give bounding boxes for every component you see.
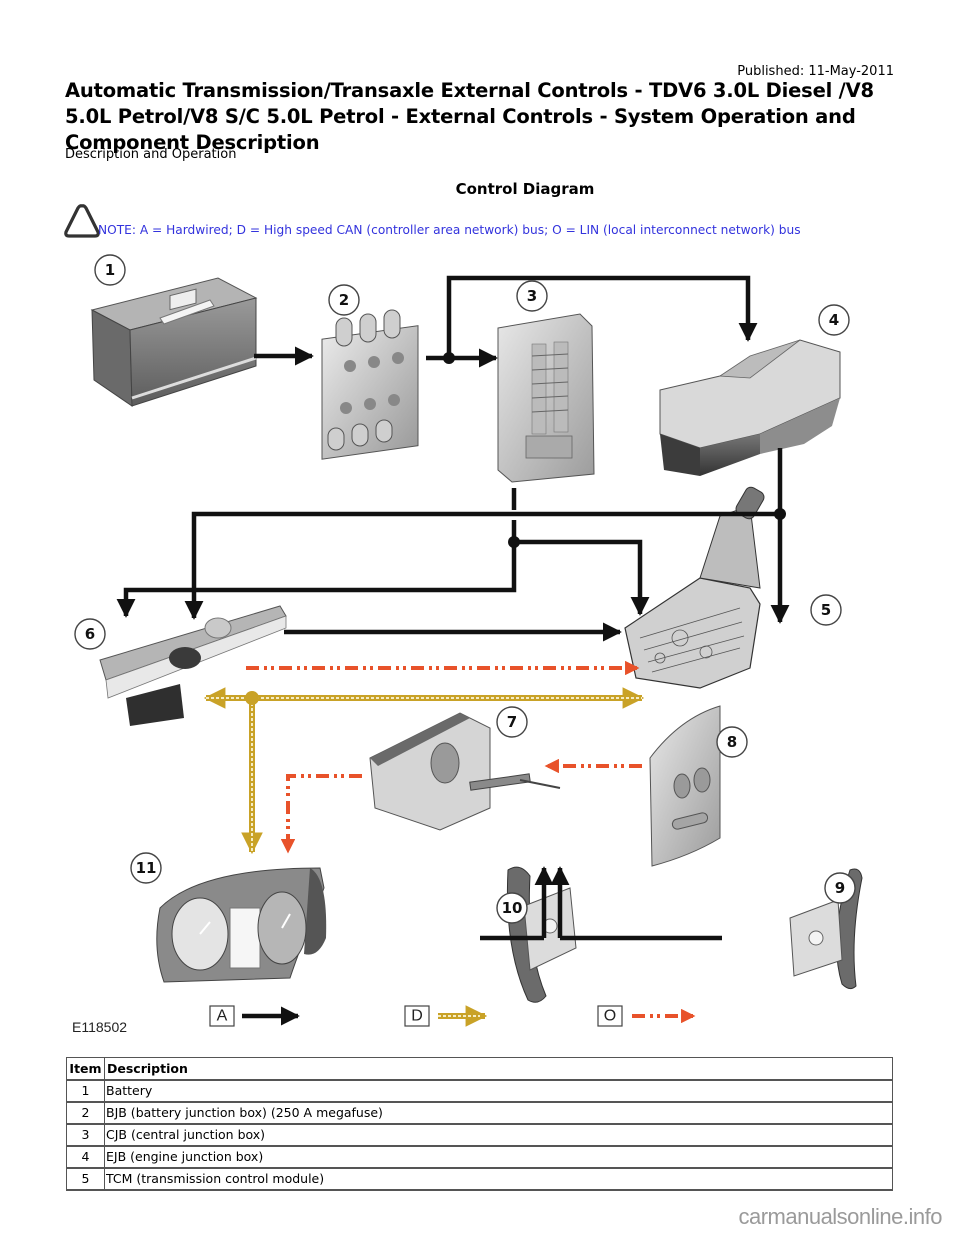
callout-11: 11: [130, 852, 162, 884]
callout-number: 6: [85, 625, 95, 643]
legend: E118502 A D O: [72, 1005, 696, 1035]
wire-bjb-to-ejb: [446, 275, 758, 358]
callout-circle: [818, 304, 850, 336]
callout-7: 7: [496, 706, 528, 738]
item-number: 1: [66, 1079, 105, 1102]
legend-hardwired: A: [209, 1005, 300, 1027]
callout-circle: [716, 726, 748, 758]
legend-key-a: A: [217, 1008, 228, 1025]
callouts: 1 2 3 4 5 6 7 8 9 10 11: [74, 254, 856, 924]
instrument-cluster-illustration: [156, 867, 327, 983]
callout-circle: [94, 254, 126, 286]
callout-10: 10: [496, 892, 528, 924]
switch-pack-illustration: [649, 705, 721, 867]
callout-5: 5: [810, 594, 842, 626]
callout-4: 4: [818, 304, 850, 336]
header-description: Description: [104, 1057, 893, 1080]
callout-6: 6: [74, 618, 106, 650]
callout-circle: [496, 706, 528, 738]
item-number: 3: [66, 1123, 105, 1146]
item-description: Battery: [104, 1079, 893, 1102]
junction-dot-ejb: [774, 508, 786, 520]
steering-column-illustration: [369, 712, 561, 831]
tcm-illustration: [624, 486, 765, 689]
callout-number: 11: [136, 859, 157, 877]
callout-circle: [130, 852, 162, 884]
published-date: Published: 11-May-2011: [737, 64, 894, 79]
callout-3: 3: [516, 280, 548, 312]
callout-9: 9: [824, 872, 856, 904]
legend-can: D: [404, 1005, 488, 1027]
junction-dot-cjb: [508, 536, 520, 548]
callout-number: 8: [727, 733, 737, 751]
ejb-illustration: [659, 339, 841, 476]
callout-circle: [74, 618, 106, 650]
item-description: BJB (battery junction box) (250 A megafu…: [104, 1101, 893, 1124]
legend-key-d: D: [411, 1008, 423, 1025]
control-diagram-svg: 1 2 3 4 5 6 7 8 9 10 11 E118502 A D O: [72, 254, 863, 1035]
callout-number: 1: [105, 261, 115, 279]
wiring: [116, 275, 790, 941]
paddle-left-illustration: [506, 866, 577, 1003]
callout-circle: [810, 594, 842, 626]
callout-number: 10: [502, 899, 523, 917]
page-title: Automatic Transmission/Transaxle Externa…: [65, 79, 874, 154]
legend-lin: O: [597, 1005, 696, 1027]
callout-number: 7: [507, 713, 517, 731]
note-text: NOTE: A = Hardwired; D = High speed CAN …: [98, 223, 801, 237]
item-description: CJB (central junction box): [104, 1123, 893, 1146]
callout-number: 5: [821, 601, 831, 619]
callout-number: 2: [339, 291, 349, 309]
bjb-illustration: [321, 309, 419, 460]
callout-8: 8: [716, 726, 748, 758]
cjb-illustration: [497, 313, 595, 483]
battery-illustration: [90, 277, 258, 407]
paddle-right-illustration: [789, 868, 863, 990]
item-description: EJB (engine junction box): [104, 1145, 893, 1168]
callout-number: 3: [527, 287, 537, 305]
legend-key-o: O: [604, 1008, 616, 1025]
callout-number: 4: [829, 311, 839, 329]
item-number: 4: [66, 1145, 105, 1168]
warning-triangle-icon: [64, 204, 100, 238]
callout-number: 9: [835, 879, 845, 897]
junction-dot-bjb: [443, 352, 455, 364]
table-header-row: Item Description: [66, 1057, 893, 1080]
figure-id: E118502: [72, 1019, 127, 1035]
wire-cjb-to-tcm: [514, 539, 650, 616]
page-subtitle: Description and Operation: [65, 147, 237, 162]
lin-column-to-cluster: [280, 774, 362, 854]
control-diagram: 1 2 3 4 5 6 7 8 9 10 11 E118502 A D O: [60, 248, 900, 1048]
wire-ejb-to-selector: [184, 511, 780, 620]
callout-circle: [328, 284, 360, 316]
item-number: 5: [66, 1167, 105, 1190]
wire-cjb-to-selector: [116, 520, 517, 618]
callout-circle: [516, 280, 548, 312]
watermark: carmanualsonline.info: [738, 1204, 942, 1229]
header-item: Item: [66, 1057, 105, 1080]
callout-circle: [496, 892, 528, 924]
callout-circle: [824, 872, 856, 904]
callout-2: 2: [328, 284, 360, 316]
junction-dot-can: [245, 691, 259, 705]
selector-lever-illustration: [99, 605, 287, 726]
section-heading: Control Diagram: [455, 180, 595, 198]
item-description: TCM (transmission control module): [104, 1167, 893, 1190]
item-number: 2: [66, 1101, 105, 1124]
note: NOTE: A = Hardwired; D = High speed CAN …: [62, 200, 801, 240]
callout-1: 1: [94, 254, 126, 286]
